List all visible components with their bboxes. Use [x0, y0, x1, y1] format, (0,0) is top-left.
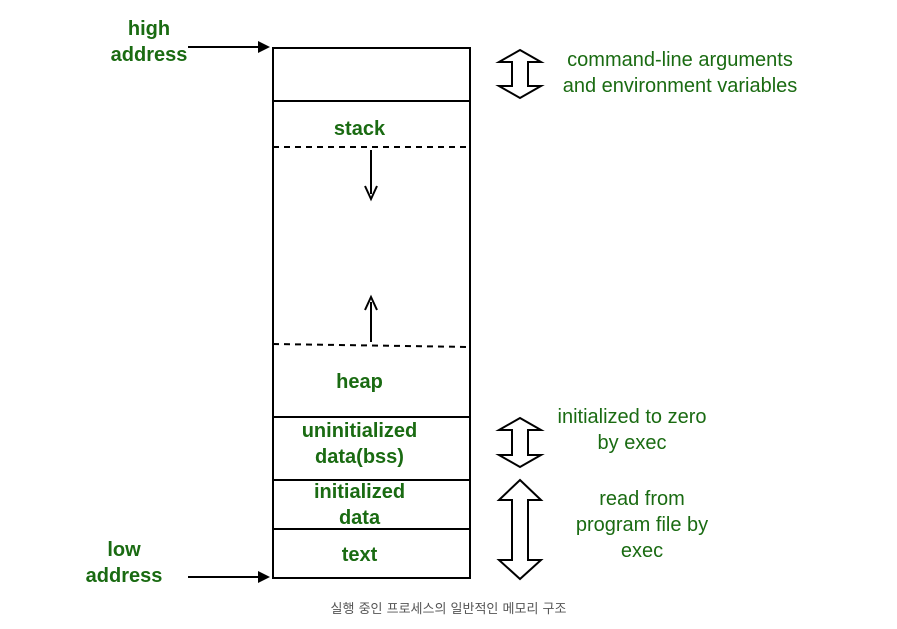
args-annotation-line-1: command-line arguments — [567, 49, 793, 71]
bss-annotation-line-2: by exec — [597, 432, 667, 454]
heap-segment-label: heap — [336, 371, 383, 393]
args-double-arrow-icon — [495, 48, 545, 100]
program-file-annotation-line-3: exec — [620, 540, 664, 562]
data-segment-line-2: data — [338, 507, 381, 529]
memory-column — [272, 47, 471, 579]
low-address-line-1: low — [107, 539, 141, 561]
program-file-double-arrow-icon — [496, 478, 544, 581]
heap-boundary-dashed — [272, 343, 471, 348]
bss-double-arrow-icon — [495, 416, 545, 469]
heap-growth-arrow-icon — [364, 294, 378, 342]
figure-caption: 실행 중인 프로세스의 일반적인 메모리 구조 — [330, 602, 567, 617]
bss-segment-label: uninitialized data(bss) — [273, 418, 446, 470]
bss-segment-line-2: data(bss) — [315, 446, 404, 468]
low-address-line-2: address — [85, 565, 163, 587]
data-segment-label: initialized data — [273, 479, 446, 531]
low-address-label: low address — [73, 537, 175, 589]
program-file-annotation: read from program file by exec — [560, 486, 724, 564]
text-segment-label: text — [341, 544, 378, 566]
stack-segment-label: stack — [333, 118, 386, 140]
data-segment-line-1: initialized — [313, 481, 406, 503]
args-annotation-line-2: and environment variables — [562, 75, 798, 97]
high-address-line-2: address — [110, 44, 188, 66]
program-file-annotation-line-2: program file by — [575, 514, 709, 536]
low-address-arrow-icon — [188, 571, 270, 583]
bss-annotation-line-1: initialized to zero — [557, 406, 707, 428]
high-address-arrow-icon — [188, 41, 270, 53]
args-annotation: command-line arguments and environment v… — [546, 47, 814, 99]
bss-annotation: initialized to zero by exec — [541, 404, 723, 456]
program-file-annotation-line-1: read from — [599, 488, 685, 510]
high-address-line-1: high — [127, 18, 171, 40]
stack-growth-arrow-icon — [364, 150, 378, 202]
high-address-label: high address — [98, 16, 200, 68]
bss-segment-line-1: uninitialized — [301, 420, 418, 442]
